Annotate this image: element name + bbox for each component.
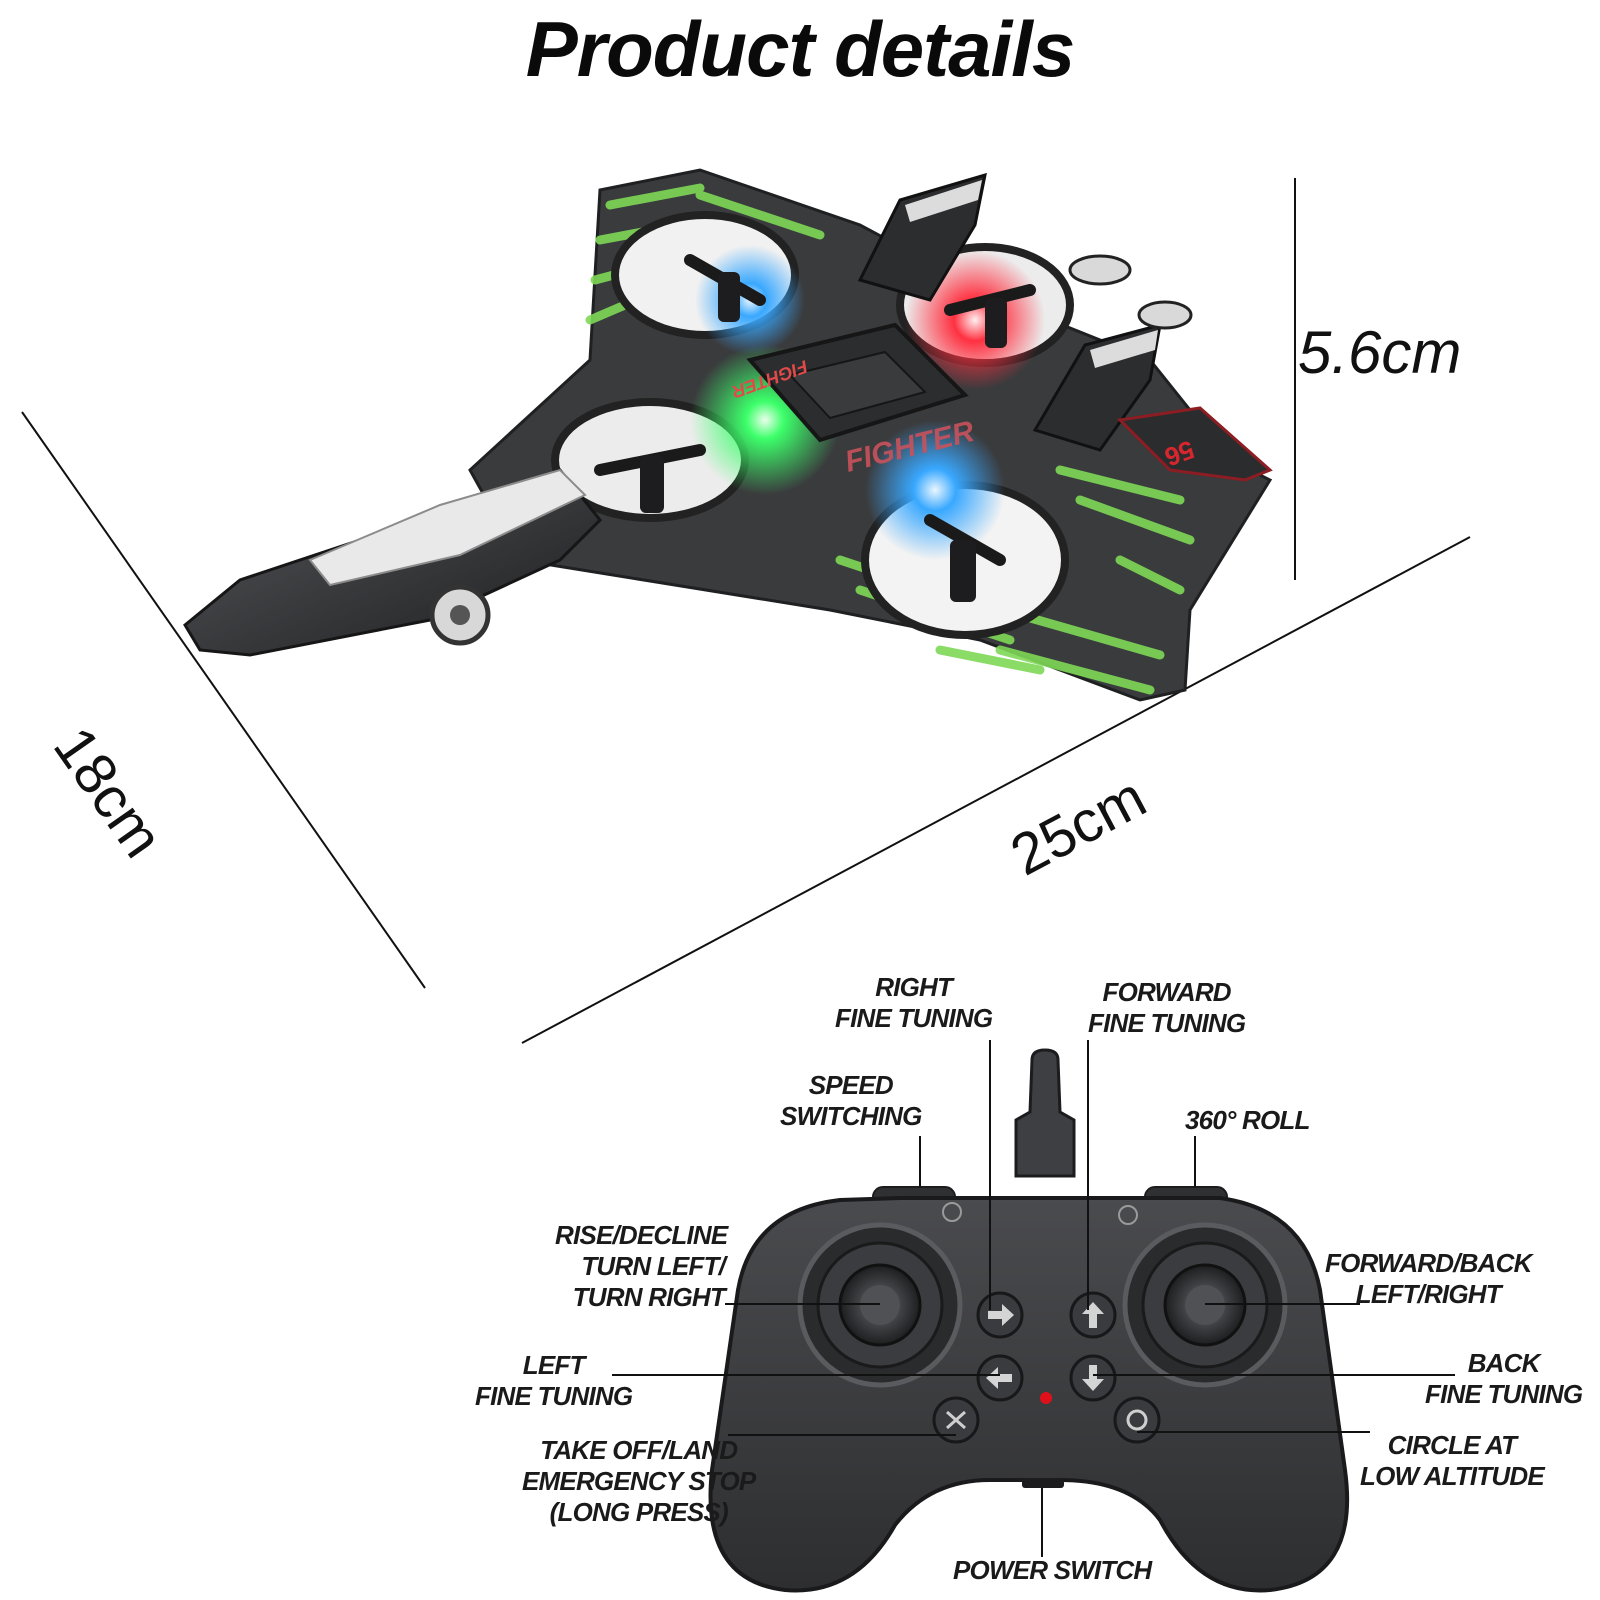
back-fine-tuning-label: BACK FINE TUNING [1425, 1348, 1583, 1409]
roll-label: 360° ROLL [1185, 1105, 1310, 1135]
power-led [1040, 1392, 1052, 1404]
power-switch [1022, 1478, 1064, 1488]
speed-switching-label: SPEED SWITCHING [780, 1070, 922, 1131]
leader-lines [612, 1040, 1455, 1557]
page-title: Product details [525, 5, 1075, 93]
arrow-right-icon [988, 1304, 1014, 1326]
controller-antenna [1014, 1048, 1076, 1178]
takeoff-land-icon [946, 1410, 966, 1430]
circle-mode-icon [1126, 1409, 1148, 1431]
power-switch-label: POWER SWITCH [953, 1555, 1152, 1585]
left-fine-tuning-label: LEFT FINE TUNING [475, 1350, 633, 1411]
arrow-down-icon [1082, 1365, 1104, 1391]
motor-pods [640, 272, 1007, 602]
circle-low-altitude-label: CIRCLE AT LOW ALTITUDE [1360, 1430, 1545, 1491]
rise-decline-label: RISE/DECLINE TURN LEFT/ TURN RIGHT [555, 1220, 728, 1312]
height-dimension-label: 5.6cm [1298, 319, 1462, 386]
dimension-line-width [21, 411, 426, 989]
led-blue-rear [865, 420, 1005, 560]
forward-back-label: FORWARD/BACK LEFT/RIGHT [1325, 1248, 1532, 1309]
cockpit-canopy [308, 468, 587, 587]
remote-controller [708, 1048, 1350, 1593]
rc-fighter-jet: FIGHTER FIGHTER 56 [183, 168, 1273, 702]
arrow-left-icon [986, 1367, 1012, 1389]
dimension-line-length [521, 536, 1471, 1044]
forward-fine-tuning-label: FORWARD FINE TUNING [1088, 977, 1246, 1038]
take-off-land-label: TAKE OFF/LAND EMERGENCY STOP (LONG PRESS… [522, 1435, 756, 1527]
circle-low-altitude-button [1113, 1396, 1161, 1444]
tail-number-panel [1116, 406, 1273, 482]
right-fine-tuning-label: RIGHT FINE TUNING [835, 972, 993, 1033]
